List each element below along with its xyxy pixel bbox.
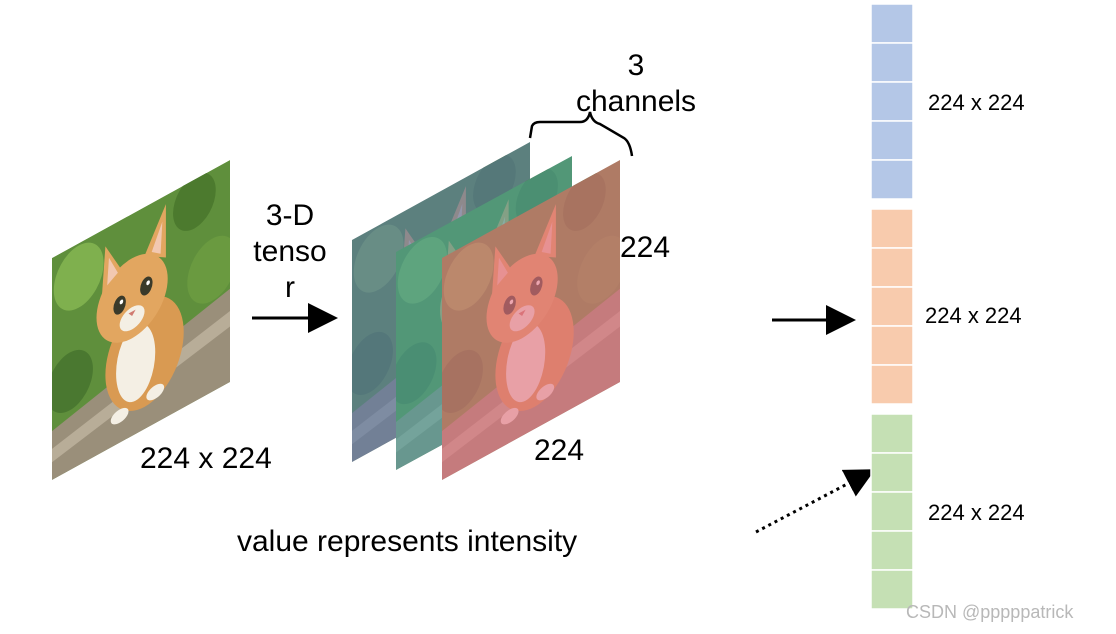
tensor-label-line-1: 3-D xyxy=(265,199,315,232)
vector-cell-2-5 xyxy=(870,364,914,405)
width-label: 224 xyxy=(534,434,585,467)
image-size-label: 224 x 224 xyxy=(140,442,272,475)
channels-label-line-1: 3 xyxy=(627,49,645,82)
vector-segment-3-label: 224 x 224 xyxy=(928,500,1025,525)
channels-label-line-2: channels xyxy=(575,85,697,118)
flattened-vector xyxy=(870,3,914,610)
caption: value represents intensity xyxy=(237,525,578,558)
channels-brace xyxy=(528,111,634,157)
vector-cell-3-3 xyxy=(870,491,914,532)
vector-cell-2-4 xyxy=(870,325,914,366)
vector-cell-3-5 xyxy=(870,569,914,610)
vector-cell-3-4 xyxy=(870,530,914,571)
vector-cell-1-5 xyxy=(870,159,914,200)
vector-segment-2-label: 224 x 224 xyxy=(925,303,1022,328)
vector-cell-2-3 xyxy=(870,286,914,327)
vector-cell-1-2 xyxy=(870,42,914,83)
channels-label: 3 channels xyxy=(566,48,706,120)
channel-red xyxy=(442,159,621,481)
watermark: CSDN @pppppatrick xyxy=(906,602,1074,622)
vector-cell-1-1 xyxy=(870,3,914,44)
vector-segment-1-label: 224 x 224 xyxy=(928,90,1025,115)
tensor-label-line-2: tenso xyxy=(253,235,327,268)
vector-cell-1-3 xyxy=(870,81,914,122)
dotted-arrow xyxy=(755,469,876,534)
height-label: 224 xyxy=(620,231,671,264)
vector-cell-3-2 xyxy=(870,452,914,493)
vector-cell-3-1 xyxy=(870,413,914,454)
tensor-label-line-3: r xyxy=(285,271,295,304)
vector-cell-2-2 xyxy=(870,247,914,288)
kitten-photo xyxy=(52,159,231,481)
tensor-label: 3-D tenso r xyxy=(240,198,340,306)
vector-cell-2-1 xyxy=(870,208,914,249)
vector-cell-1-4 xyxy=(870,120,914,161)
